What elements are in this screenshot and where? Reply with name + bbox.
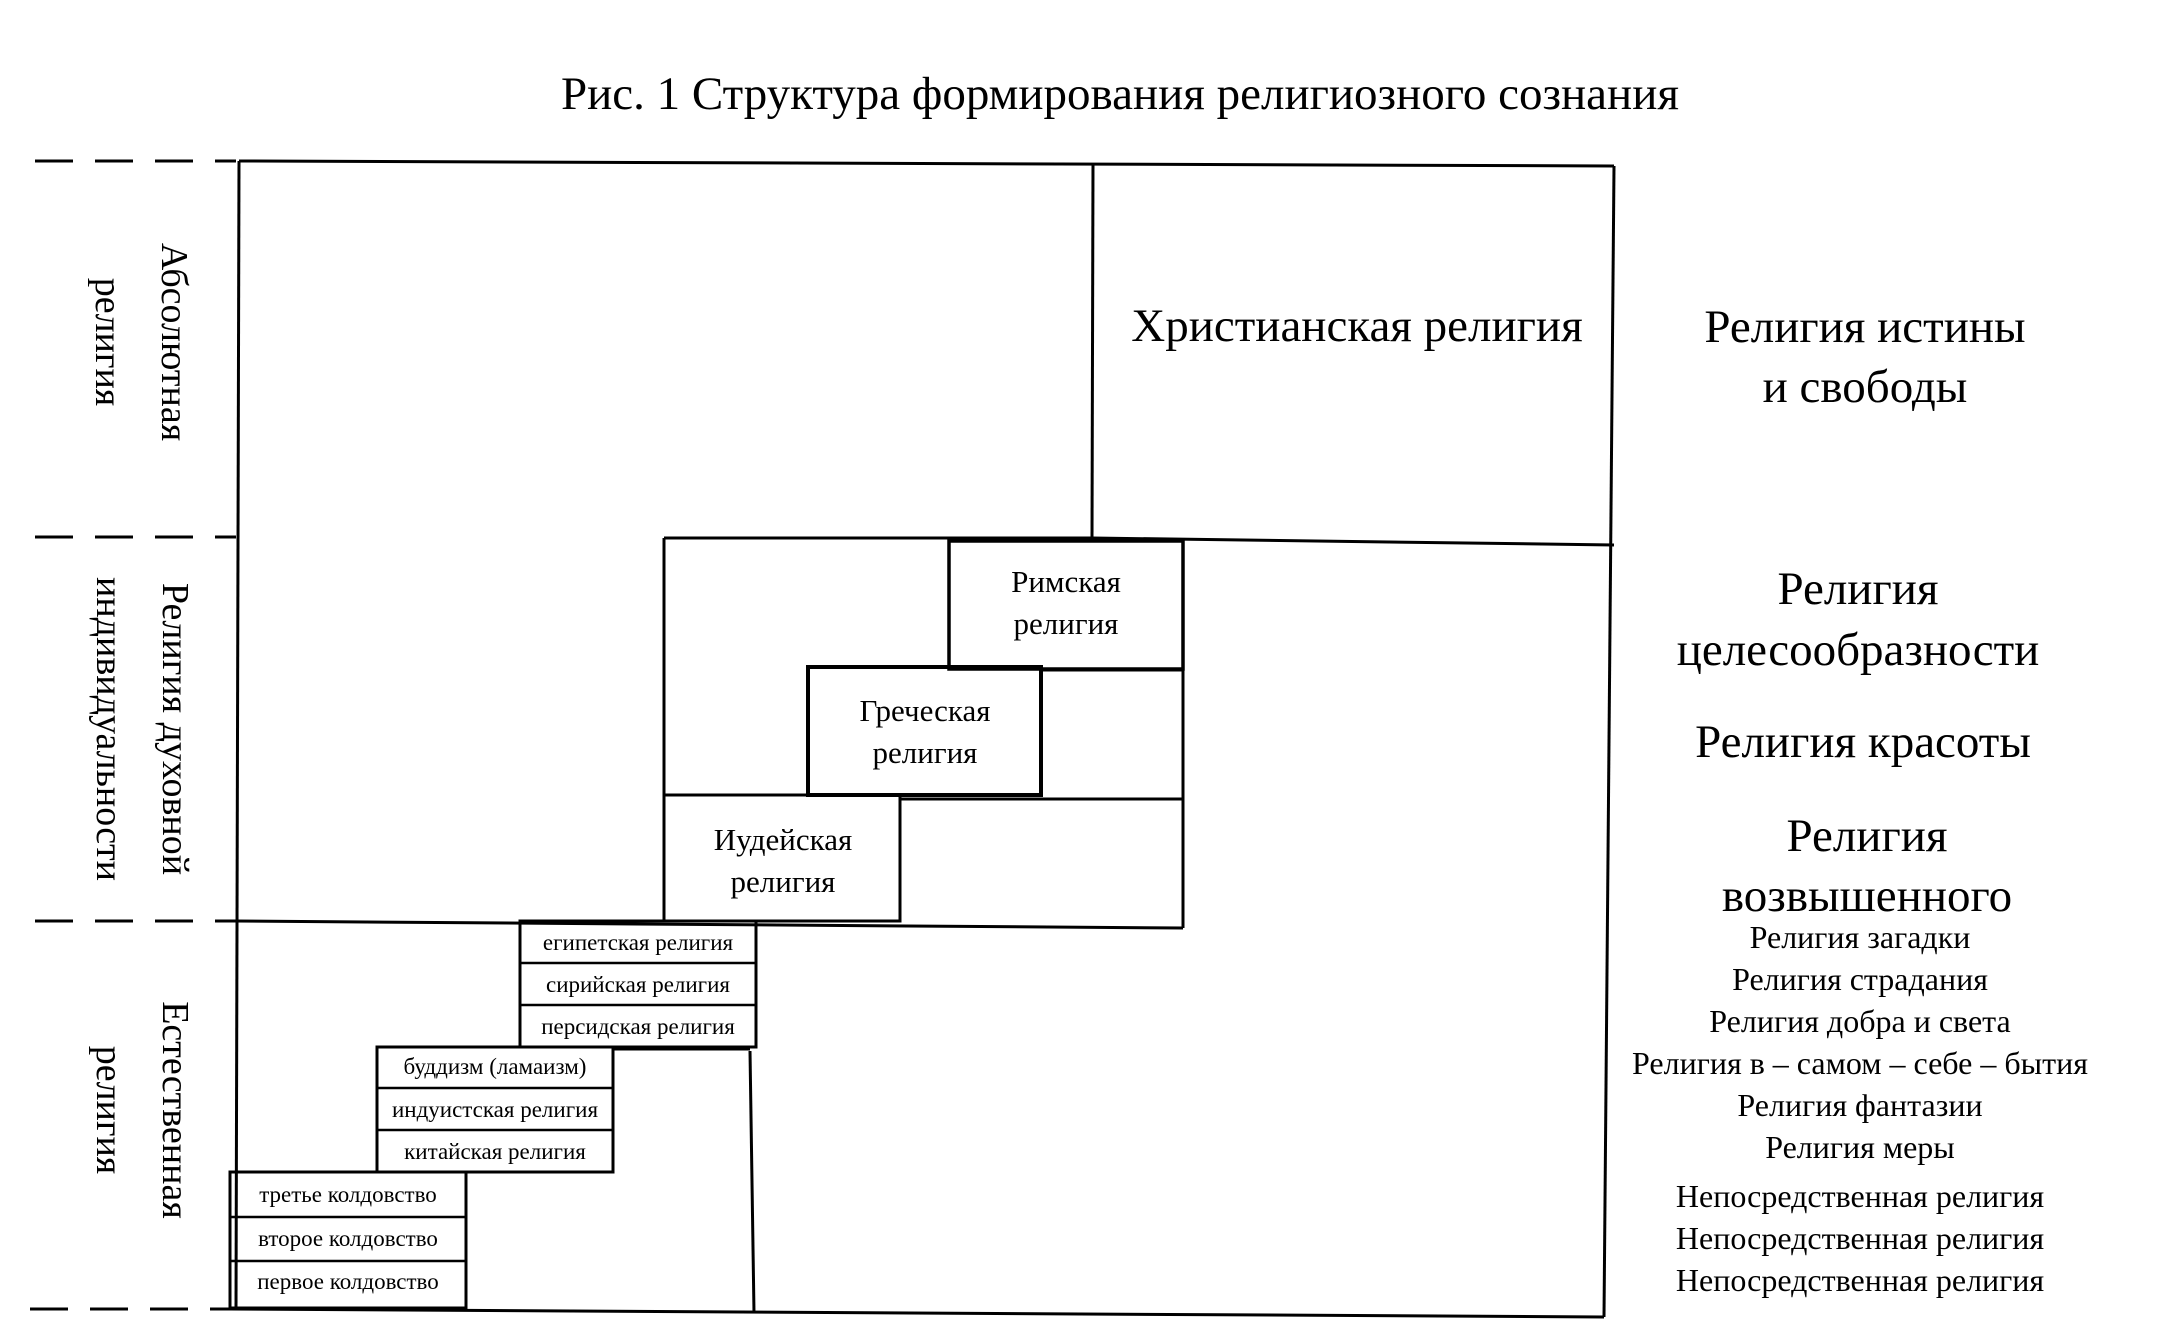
svg-text:Абсолютная: Абсолютная	[153, 243, 195, 441]
label-roman-religion: Римская религия	[1011, 564, 1121, 641]
label-religion-of-purpose: Религия целесообразности	[1677, 563, 2040, 676]
svg-text:Естественная: Естественная	[154, 1001, 196, 1219]
svg-text:Римская: Римская	[1011, 564, 1121, 599]
label-religion-of-being-in-itself: Религия в – самом – себе – бытия	[1632, 1045, 2088, 1081]
svg-text:религия: религия	[1014, 606, 1119, 641]
label-religion-of-truth: Религия истины и свободы	[1704, 301, 2025, 413]
svg-text:религия: религия	[88, 1046, 130, 1175]
label-greek-religion: Греческая религия	[860, 693, 991, 770]
svg-text:Религия духовной: Религия духовной	[154, 583, 196, 875]
svg-text:целесообразности: целесообразности	[1677, 624, 2040, 676]
box-greek-religion	[806, 665, 1043, 797]
svg-text:и свободы: и свободы	[1763, 361, 1968, 413]
figure-title: Рис. 1 Структура формирования религиозно…	[561, 68, 1679, 120]
label-religion-of-good-and-light: Религия добра и света	[1709, 1003, 2010, 1039]
label-persian: персидская религия	[541, 1014, 735, 1039]
label-immediate-religion: Непосредственная религия	[1676, 1178, 2045, 1214]
level-separators	[30, 159, 236, 1311]
box-stack-buddhism-hindu-china	[375, 1045, 615, 1174]
label-spiritual-individuality: Религия духовной индивидуальности	[88, 577, 196, 881]
label-chinese: китайская религия	[404, 1139, 586, 1164]
svg-text:религия: религия	[731, 864, 836, 899]
svg-text:возвышенного: возвышенного	[1722, 870, 2012, 922]
label-immediate-religion: Непосредственная религия	[1676, 1262, 2045, 1298]
label-religion-of-measure: Религия меры	[1765, 1129, 1955, 1165]
svg-text:Религия истины: Религия истины	[1704, 301, 2025, 353]
label-religion-of-suffering: Религия страдания	[1732, 961, 1988, 997]
box-jewish-religion	[662, 793, 902, 923]
label-egyptian: египетская религия	[543, 930, 734, 955]
main-frame	[229, 159, 1616, 1319]
staircase-boxes	[228, 539, 1185, 1310]
labels-natural-religions-list: Религия загадки Религия страдания Религи…	[1632, 919, 2088, 1298]
labels-natural-small: египетская религия сирийская религия пер…	[257, 930, 735, 1294]
label-sorcery-third: третье колдовство	[259, 1182, 437, 1207]
label-christian-religion: Христианская религия	[1131, 300, 1582, 352]
svg-text:Религия: Религия	[1786, 810, 1947, 862]
label-religion-of-sublime: Религия возвышенного	[1722, 810, 2012, 922]
label-sorcery-second: второе колдовство	[258, 1226, 438, 1251]
svg-text:Иудейская: Иудейская	[714, 822, 852, 857]
label-religion-of-riddle: Религия загадки	[1750, 919, 1971, 955]
box-stack-egypt-syria-persia	[518, 919, 758, 1049]
label-sorcery-first: первое колдовство	[257, 1269, 439, 1294]
svg-text:Религия: Религия	[1777, 563, 1938, 615]
box-stack-sorcery	[228, 1170, 468, 1310]
label-jewish-religion: Иудейская религия	[714, 822, 852, 899]
label-buddhism: буддизм (ламаизм)	[404, 1054, 587, 1079]
label-hindu: индуистская религия	[392, 1097, 598, 1122]
box-roman-religion	[947, 539, 1185, 671]
label-syrian: сирийская религия	[546, 972, 730, 997]
svg-text:Греческая: Греческая	[860, 693, 991, 728]
label-natural-religion: Естественная религия	[88, 1001, 196, 1219]
svg-text:религия: религия	[873, 735, 978, 770]
label-immediate-religion: Непосредственная религия	[1676, 1220, 2045, 1256]
label-religion-of-beauty: Религия красоты	[1695, 716, 2031, 768]
label-religion-of-fantasy: Религия фантазии	[1737, 1087, 1982, 1123]
svg-text:индивидуальности: индивидуальности	[88, 577, 130, 881]
svg-text:религия: религия	[87, 278, 129, 407]
label-absolute-religion: Абсолютная религия	[87, 243, 195, 441]
